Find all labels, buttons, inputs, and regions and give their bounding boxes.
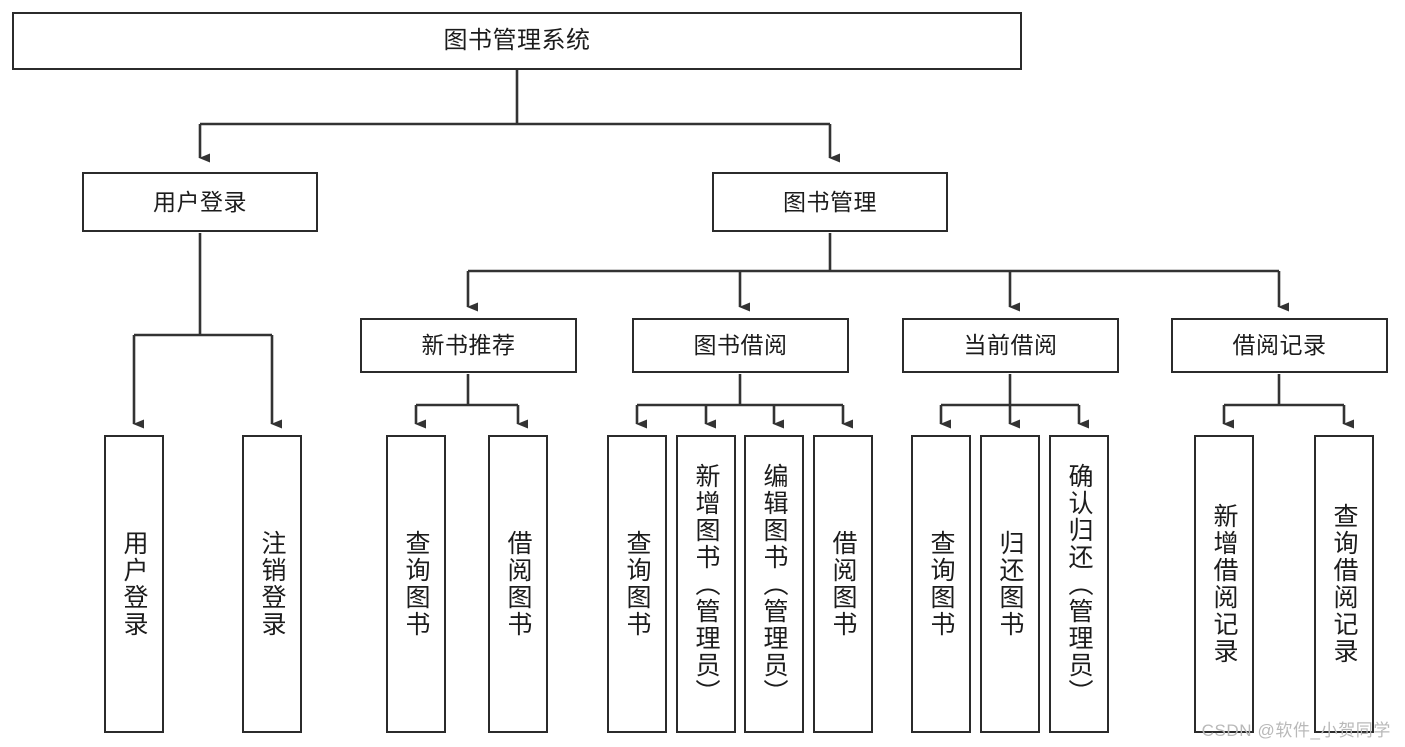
node-current-borrow[interactable]: 当前借阅: [902, 318, 1119, 373]
node-leaf-return-book-label: 归还图书: [996, 530, 1024, 638]
node-current-borrow-label: 当前借阅: [963, 332, 1058, 359]
node-leaf-add-borrow-record-label: 新增借阅记录: [1210, 503, 1238, 665]
node-root-system[interactable]: 图书管理系统: [12, 12, 1022, 70]
node-leaf-query-book-current[interactable]: 查询图书: [911, 435, 971, 733]
node-leaf-query-book-recommend-label: 查询图书: [402, 530, 430, 638]
node-leaf-query-book-borrow[interactable]: 查询图书: [607, 435, 667, 733]
node-leaf-borrow-book[interactable]: 借阅图书: [813, 435, 873, 733]
node-leaf-query-borrow-record[interactable]: 查询借阅记录: [1314, 435, 1374, 733]
node-user-login-label: 用户登录: [153, 188, 247, 215]
node-leaf-borrow-book-label: 借阅图书: [829, 530, 857, 638]
node-root-system-label: 图书管理系统: [443, 27, 591, 55]
node-leaf-user-login-label: 用户登录: [120, 530, 148, 638]
node-leaf-confirm-return-admin[interactable]: 确认归还（管理员）: [1049, 435, 1109, 733]
node-leaf-query-book-borrow-label: 查询图书: [623, 530, 651, 638]
node-leaf-user-login[interactable]: 用户登录: [104, 435, 164, 733]
node-new-book-recommend-label: 新书推荐: [421, 332, 516, 359]
node-leaf-edit-book-admin-label: 编辑图书（管理员）: [760, 462, 788, 706]
node-book-management-label: 图书管理: [783, 188, 877, 215]
node-user-login[interactable]: 用户登录: [82, 172, 318, 232]
node-book-borrow-label: 图书借阅: [693, 332, 788, 359]
node-leaf-add-borrow-record[interactable]: 新增借阅记录: [1194, 435, 1254, 733]
node-leaf-logout-label: 注销登录: [258, 530, 286, 638]
node-borrow-record-label: 借阅记录: [1232, 332, 1327, 359]
watermark-text: CSDN @软件_小贺同学: [1201, 721, 1391, 740]
node-leaf-add-book-admin[interactable]: 新增图书（管理员）: [676, 435, 736, 733]
node-book-management[interactable]: 图书管理: [712, 172, 948, 232]
node-leaf-confirm-return-admin-label: 确认归还（管理员）: [1065, 462, 1093, 706]
node-leaf-return-book[interactable]: 归还图书: [980, 435, 1040, 733]
node-leaf-query-book-recommend[interactable]: 查询图书: [386, 435, 446, 733]
node-new-book-recommend[interactable]: 新书推荐: [360, 318, 577, 373]
node-leaf-edit-book-admin[interactable]: 编辑图书（管理员）: [744, 435, 804, 733]
node-leaf-logout[interactable]: 注销登录: [242, 435, 302, 733]
node-borrow-record[interactable]: 借阅记录: [1171, 318, 1388, 373]
node-book-borrow[interactable]: 图书借阅: [632, 318, 849, 373]
node-leaf-borrow-book-recommend-label: 借阅图书: [504, 530, 532, 638]
node-leaf-add-book-admin-label: 新增图书（管理员）: [692, 462, 720, 706]
node-leaf-borrow-book-recommend[interactable]: 借阅图书: [488, 435, 548, 733]
node-leaf-query-borrow-record-label: 查询借阅记录: [1330, 503, 1358, 665]
node-leaf-query-book-current-label: 查询图书: [927, 530, 955, 638]
